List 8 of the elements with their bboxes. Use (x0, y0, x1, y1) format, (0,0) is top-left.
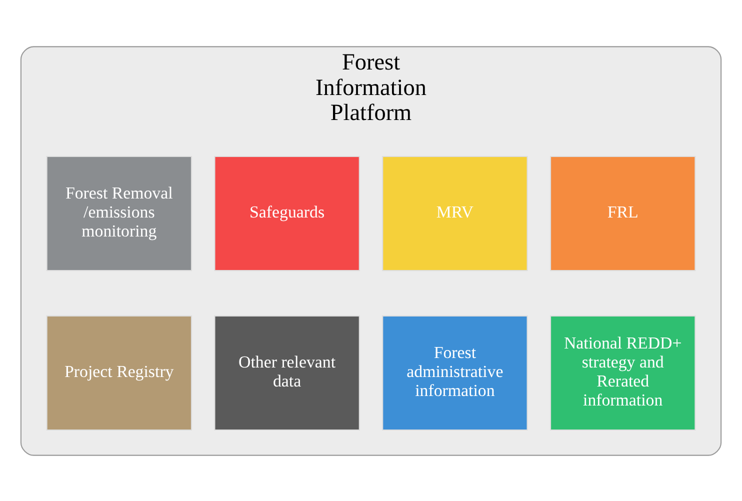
node-box: Forest administrative information (382, 314, 528, 430)
node-box: Project Registry (46, 314, 192, 430)
node-box: FRL (550, 155, 696, 271)
node-box: Safeguards (214, 155, 360, 271)
node-box: Other relevant data (214, 314, 360, 430)
node-box: Forest Removal /emissions monitoring (46, 155, 192, 271)
node-box: National REDD+ strategy and Rerated information (550, 314, 696, 430)
node-box: MRV (382, 155, 528, 271)
